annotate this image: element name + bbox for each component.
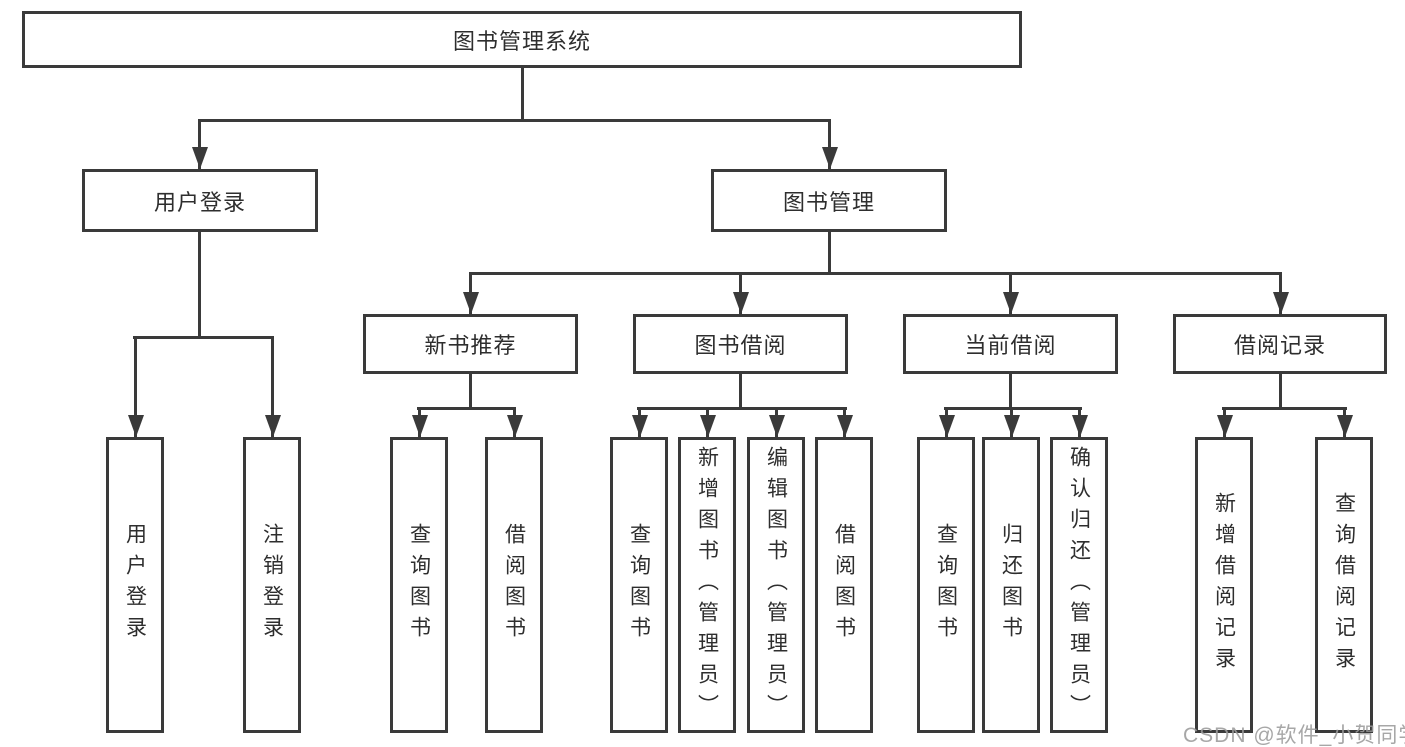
node-library-management-system: 图书管理系统 bbox=[22, 11, 1022, 68]
arrowhead-down-icon bbox=[1010, 407, 1013, 437]
connector-rail-borrow-records bbox=[1222, 407, 1347, 410]
node-label: 图书管理系统 bbox=[452, 28, 591, 54]
leaf-query-books: 查询图书 bbox=[917, 437, 975, 733]
leaf-label: 注销登录 bbox=[260, 523, 284, 647]
node-label: 新书推荐 bbox=[424, 333, 517, 358]
connector-rail-user-login bbox=[133, 336, 274, 339]
node-current-borrowing: 当前借阅 bbox=[903, 314, 1118, 374]
leaf-logout: 注销登录 bbox=[243, 437, 301, 733]
leaf-query-books: 查询图书 bbox=[610, 437, 668, 733]
leaf-label: 借阅图书 bbox=[502, 523, 526, 647]
leaf-label: 查询图书 bbox=[627, 523, 651, 647]
csdn-watermark: CSDN @软件_小贺同学 bbox=[1183, 724, 1405, 747]
arrowhead-down-icon bbox=[418, 407, 421, 437]
arrowhead-down-icon bbox=[843, 407, 846, 437]
connector-rail-new-book bbox=[417, 407, 516, 410]
node-book-management: 图书管理 bbox=[711, 169, 947, 232]
arrowhead-down-icon bbox=[638, 407, 641, 437]
arrowhead-down-icon bbox=[1009, 272, 1012, 314]
node-label: 图书借阅 bbox=[694, 333, 787, 358]
arrowhead-down-icon bbox=[271, 336, 274, 437]
arrowhead-down-icon bbox=[134, 336, 137, 437]
leaf-user-login: 用户登录 bbox=[106, 437, 164, 733]
arrowhead-down-icon bbox=[1279, 272, 1282, 314]
arrowhead-down-icon bbox=[469, 272, 472, 314]
leaf-borrow-books: 借阅图书 bbox=[485, 437, 543, 733]
arrowhead-down-icon bbox=[1343, 407, 1346, 437]
connector-stem-user-login bbox=[198, 232, 201, 336]
leaf-label: 新增借阅记录 bbox=[1212, 492, 1236, 678]
connector-stem-book-borrowing bbox=[739, 374, 742, 407]
node-label: 图书管理 bbox=[782, 189, 875, 215]
node-user-login: 用户登录 bbox=[82, 169, 318, 232]
leaf-label: 查询借阅记录 bbox=[1332, 492, 1356, 678]
connector-rail-book-borrowing bbox=[637, 407, 847, 410]
connector-stem-borrow-records bbox=[1279, 374, 1282, 407]
connector-stem-root bbox=[521, 68, 524, 119]
arrowhead-down-icon bbox=[198, 119, 201, 169]
leaf-label: 查询图书 bbox=[934, 523, 958, 647]
node-label: 借阅记录 bbox=[1233, 333, 1326, 358]
arrowhead-down-icon bbox=[739, 272, 742, 314]
leaf-query-borrow-record: 查询借阅记录 bbox=[1315, 437, 1373, 733]
node-new-book-recommendation: 新书推荐 bbox=[363, 314, 578, 374]
connector-stem-current-borrow bbox=[1009, 374, 1012, 407]
leaf-label: 新增图书（管理员） bbox=[695, 445, 719, 725]
arrowhead-down-icon bbox=[1078, 407, 1081, 437]
leaf-label: 确认归还（管理员） bbox=[1067, 445, 1091, 725]
arrowhead-down-icon bbox=[828, 119, 831, 169]
connector-rail-current-borrow bbox=[944, 407, 1082, 410]
node-borrowing-records: 借阅记录 bbox=[1173, 314, 1387, 374]
node-label: 用户登录 bbox=[153, 189, 246, 215]
connector-stem-new-book bbox=[469, 374, 472, 407]
leaf-query-books: 查询图书 bbox=[390, 437, 448, 733]
connector-rail-level1 bbox=[198, 119, 831, 122]
leaf-borrow-books: 借阅图书 bbox=[815, 437, 873, 733]
leaf-confirm-return-admin: 确认归还（管理员） bbox=[1050, 437, 1108, 733]
arrowhead-down-icon bbox=[945, 407, 948, 437]
connector-stem-book-management bbox=[828, 232, 831, 272]
connector-rail-level2 bbox=[469, 272, 1282, 275]
arrowhead-down-icon bbox=[775, 407, 778, 437]
arrowhead-down-icon bbox=[1223, 407, 1226, 437]
leaf-edit-books-admin: 编辑图书（管理员） bbox=[747, 437, 805, 733]
leaf-return-books: 归还图书 bbox=[982, 437, 1040, 733]
leaf-label: 借阅图书 bbox=[832, 523, 856, 647]
leaf-add-books-admin: 新增图书（管理员） bbox=[678, 437, 736, 733]
node-book-borrowing: 图书借阅 bbox=[633, 314, 848, 374]
leaf-label: 查询图书 bbox=[407, 523, 431, 647]
arrowhead-down-icon bbox=[706, 407, 709, 437]
leaf-label: 用户登录 bbox=[123, 523, 147, 647]
node-label: 当前借阅 bbox=[964, 333, 1057, 358]
leaf-label: 编辑图书（管理员） bbox=[764, 445, 788, 725]
arrowhead-down-icon bbox=[513, 407, 516, 437]
leaf-label: 归还图书 bbox=[999, 523, 1023, 647]
leaf-add-borrow-record: 新增借阅记录 bbox=[1195, 437, 1253, 733]
